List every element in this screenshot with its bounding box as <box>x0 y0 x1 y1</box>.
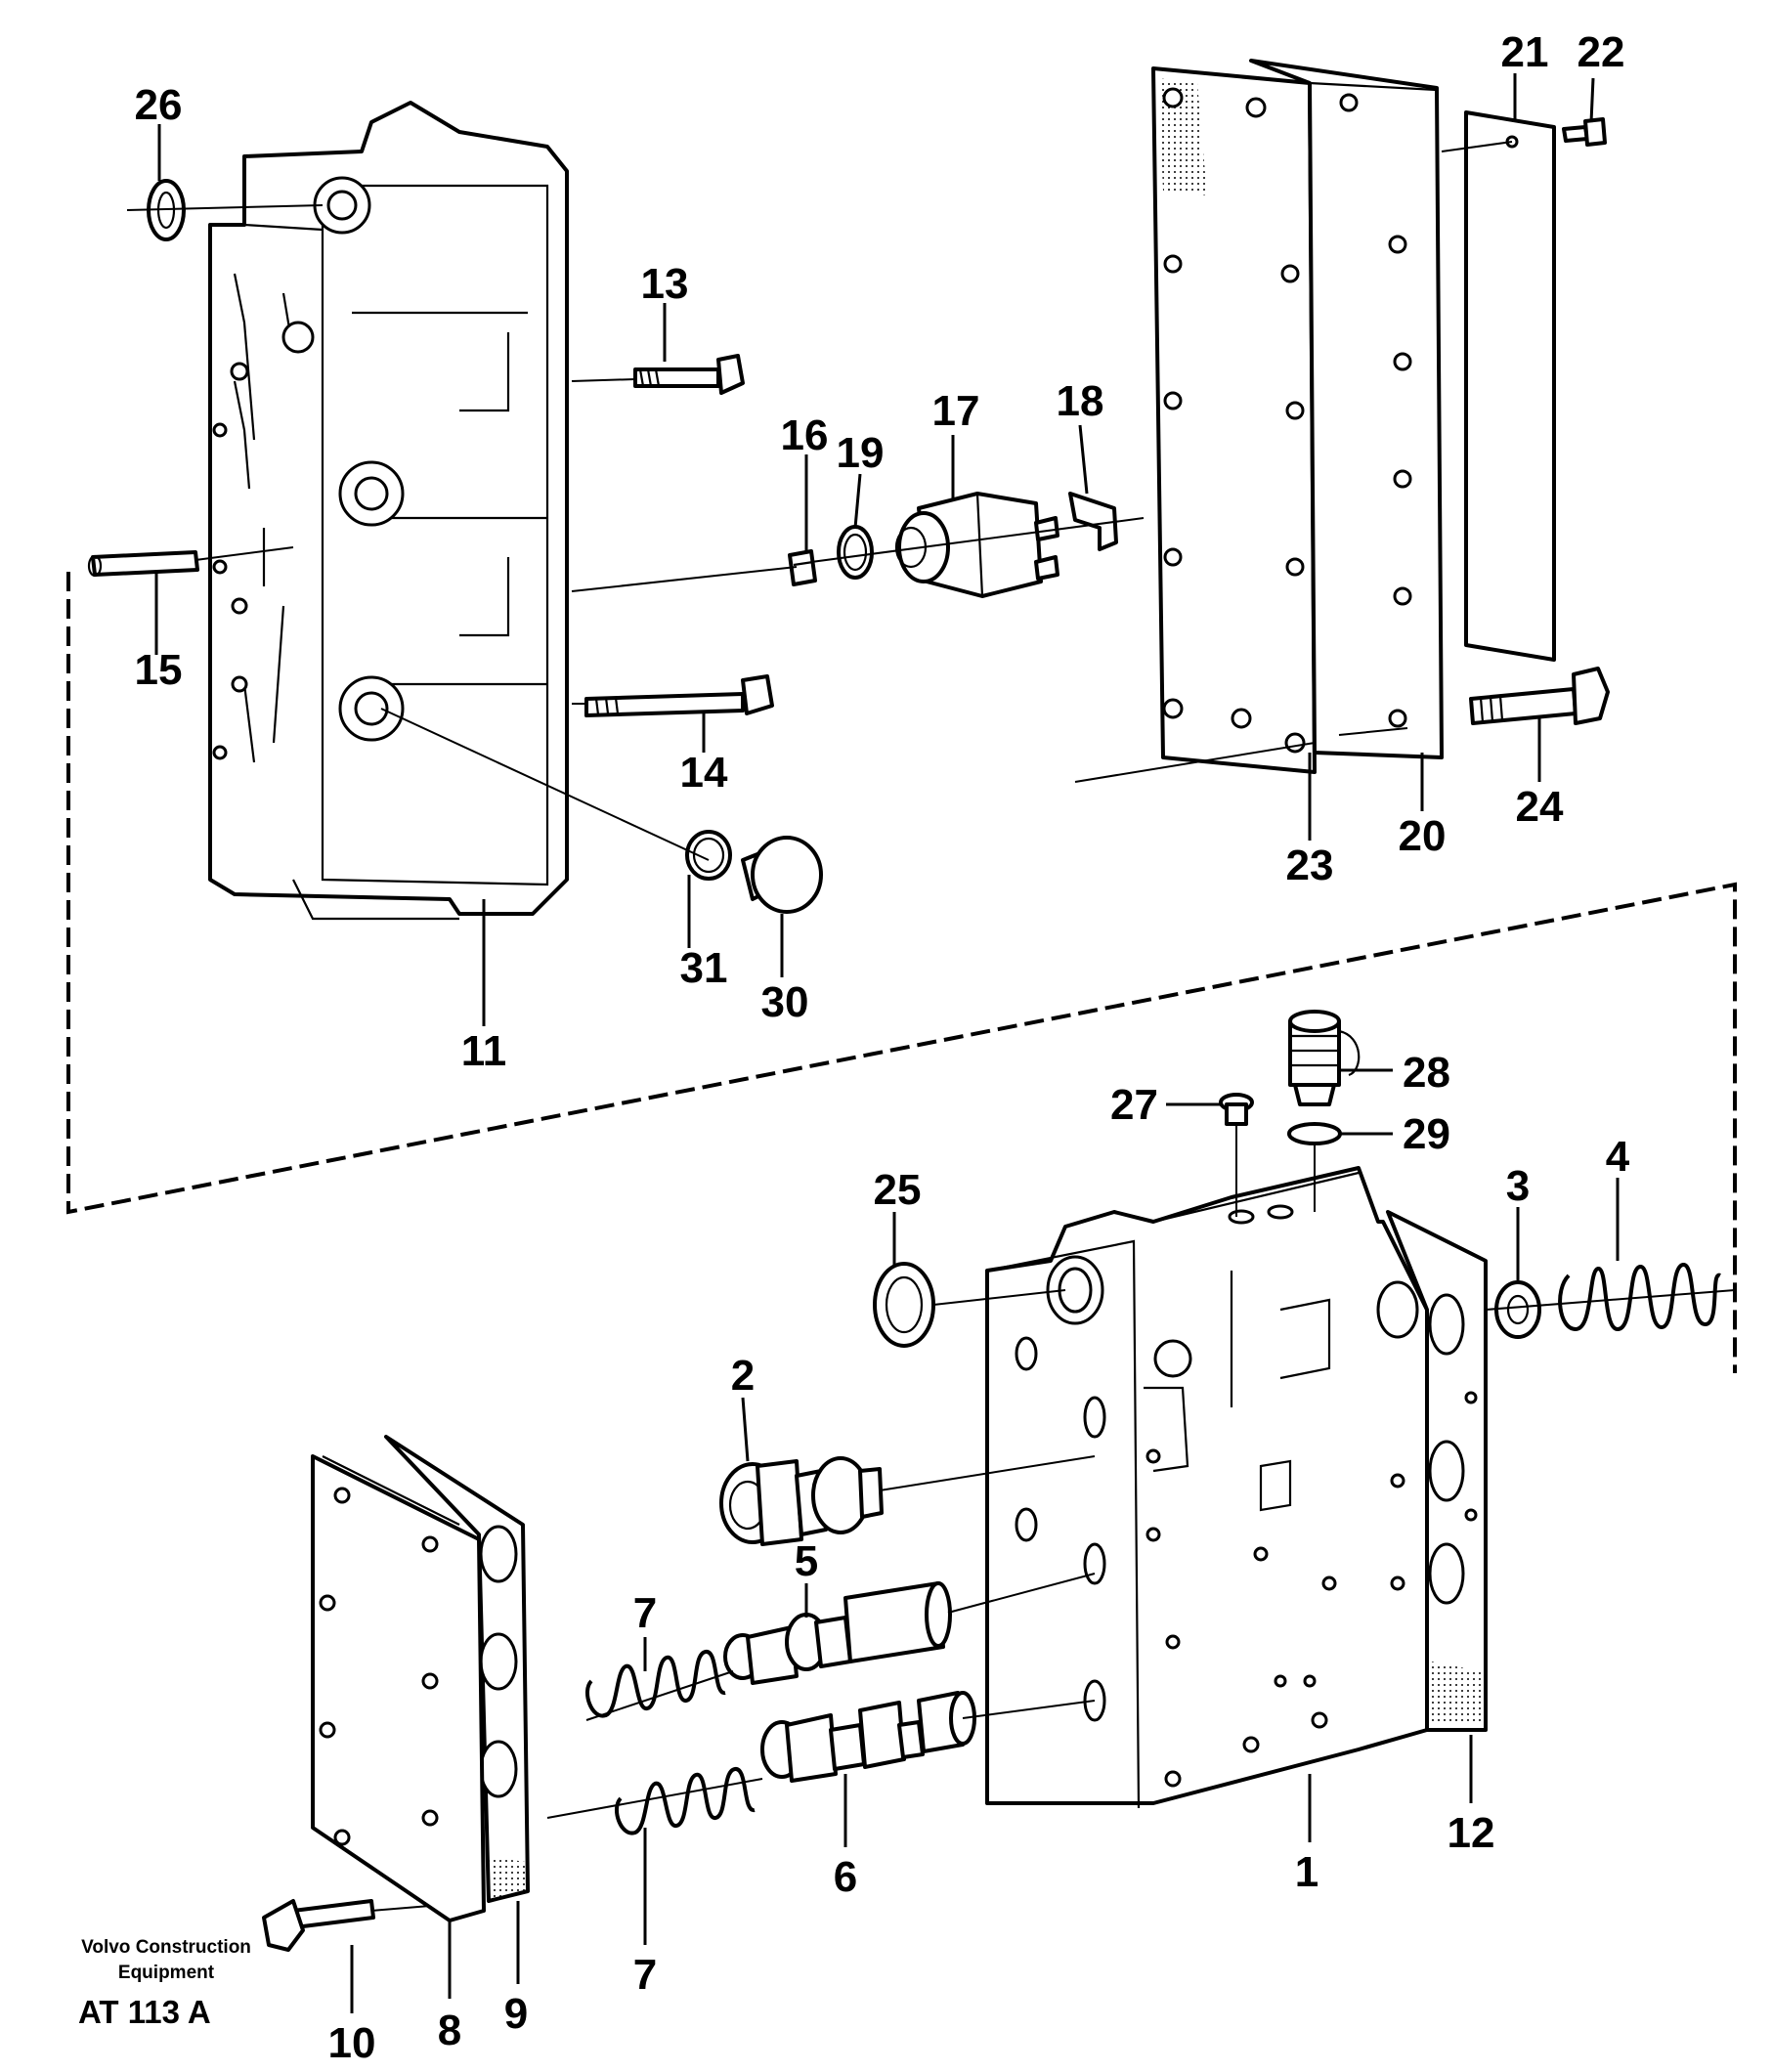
callout-14: 14 <box>680 749 728 797</box>
clip-18 <box>1068 492 1118 551</box>
screw-13 <box>571 354 745 395</box>
test-fitting-28 <box>1288 1010 1361 1106</box>
callout-19: 19 <box>837 429 885 477</box>
callout-24: 24 <box>1516 783 1564 831</box>
callout-22: 22 <box>1578 28 1625 76</box>
callout-25: 25 <box>874 1166 922 1214</box>
drawing-code: AT 113 A <box>78 1994 211 2030</box>
gasket-9 <box>384 1435 530 1903</box>
spring-7-upper <box>585 1650 734 1721</box>
spring-4 <box>1485 1263 1736 1332</box>
company-name-line-2: Equipment <box>117 1963 215 1983</box>
callout-15: 15 <box>135 646 183 694</box>
leader-lines <box>154 73 1620 2013</box>
callout-21: 21 <box>1501 28 1549 76</box>
spring-7-lower <box>546 1767 763 1835</box>
callout-13: 13 <box>641 260 689 308</box>
screw-24 <box>1469 667 1610 725</box>
plug-27 <box>1219 1093 1254 1126</box>
screw-10 <box>262 1899 431 1952</box>
callout-12: 12 <box>1448 1809 1495 1857</box>
screw-22 <box>1562 117 1607 147</box>
plug-16 <box>788 549 817 586</box>
valve-spool-2 <box>719 1455 1096 1546</box>
callout-23: 23 <box>1286 842 1334 889</box>
pin-15 <box>87 546 294 578</box>
o-ring-19 <box>837 525 874 580</box>
plate-21 <box>1464 110 1556 662</box>
callout-18: 18 <box>1057 377 1104 425</box>
callout-9: 9 <box>504 1990 528 2038</box>
plug-26 <box>126 179 324 241</box>
callout-6: 6 <box>834 1853 857 1901</box>
cover-plate-23 <box>1151 66 1317 774</box>
upper-valve-housing <box>208 101 569 921</box>
callout-3: 3 <box>1506 1162 1530 1210</box>
plug-30 <box>741 836 823 914</box>
lower-valve-body <box>985 1166 1429 1809</box>
assembly-link <box>66 572 1737 1373</box>
washer-29 <box>1287 1122 1342 1145</box>
callout-8: 8 <box>438 2007 461 2054</box>
company-name-line-1: Volvo Construction <box>81 1937 251 1958</box>
valve-spool-6 <box>760 1691 1096 1783</box>
callout-28: 28 <box>1403 1049 1450 1097</box>
callout-5: 5 <box>795 1537 818 1585</box>
gasket-12 <box>1386 1210 1488 1732</box>
washer-3 <box>1494 1280 1541 1339</box>
cover-plate-8 <box>311 1454 486 1922</box>
callout-4: 4 <box>1606 1133 1630 1181</box>
callout-27: 27 <box>1110 1081 1158 1129</box>
callout-2: 2 <box>731 1352 755 1400</box>
callout-7-upper: 7 <box>633 1589 657 1637</box>
callout-29: 29 <box>1403 1110 1450 1158</box>
callout-20: 20 <box>1399 812 1447 860</box>
gasket-20 <box>1249 59 1444 759</box>
callout-30: 30 <box>761 978 809 1026</box>
callout-10: 10 <box>328 2019 376 2067</box>
callout-1: 1 <box>1295 1848 1318 1896</box>
callout-7-lower: 7 <box>633 1951 657 1999</box>
plug-25 <box>873 1262 1066 1348</box>
pressure-switch-17 <box>894 492 1059 598</box>
o-ring-31 <box>685 830 732 881</box>
callout-31: 31 <box>680 944 728 992</box>
callout-17: 17 <box>932 387 980 435</box>
callout-11: 11 <box>461 1027 507 1075</box>
valve-spool-5 <box>723 1573 1096 1685</box>
screw-14 <box>572 674 774 717</box>
callout-16: 16 <box>781 411 829 459</box>
callout-26: 26 <box>135 81 183 129</box>
